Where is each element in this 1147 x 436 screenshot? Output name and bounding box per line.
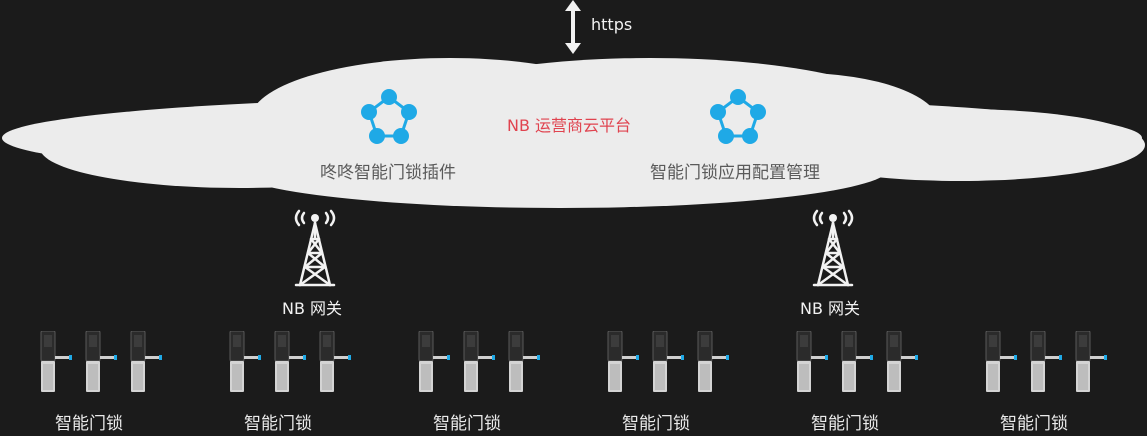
smart-lock-icon (319, 331, 351, 392)
cloud-title: NB 运营商云平台 (507, 116, 632, 135)
smart-lock-icon (274, 331, 306, 392)
smart-lock-icon (652, 331, 684, 392)
double-arrow-icon (565, 0, 581, 54)
plugin-label: 咚咚智能门锁插件 (320, 163, 456, 183)
smart-lock-icon (508, 331, 540, 392)
smart-lock-icon (418, 331, 450, 392)
lock-group-label: 智能门锁 (1000, 414, 1068, 434)
lock-group-label: 智能门锁 (55, 414, 123, 434)
smart-lock-icon (40, 331, 72, 392)
smart-lock-icon (841, 331, 873, 392)
network-node-icon (361, 89, 417, 144)
app-config-label: 智能门锁应用配置管理 (650, 163, 820, 183)
lock-group-label: 智能门锁 (622, 414, 690, 434)
smart-lock-icon (607, 331, 639, 392)
signal-tower-icon (812, 209, 854, 287)
smart-lock-icon (229, 331, 261, 392)
signal-tower-icon (294, 209, 336, 287)
gateway-label: NB 网关 (282, 299, 343, 318)
smart-lock-icon (463, 331, 495, 392)
lock-group-label: 智能门锁 (811, 414, 879, 434)
lock-group-label: 智能门锁 (244, 414, 312, 434)
smart-lock-icon (886, 331, 918, 392)
smart-lock-icon (85, 331, 117, 392)
smart-lock-icon (1030, 331, 1062, 392)
smart-lock-icon (985, 331, 1017, 392)
gateway-label: NB 网关 (800, 299, 861, 318)
smart-lock-icon (130, 331, 162, 392)
network-node-icon (710, 89, 766, 144)
smart-lock-icon (697, 331, 729, 392)
https-label: https (591, 15, 633, 34)
smart-lock-icon (796, 331, 828, 392)
smart-lock-icon (1075, 331, 1107, 392)
lock-group-label: 智能门锁 (433, 414, 501, 434)
